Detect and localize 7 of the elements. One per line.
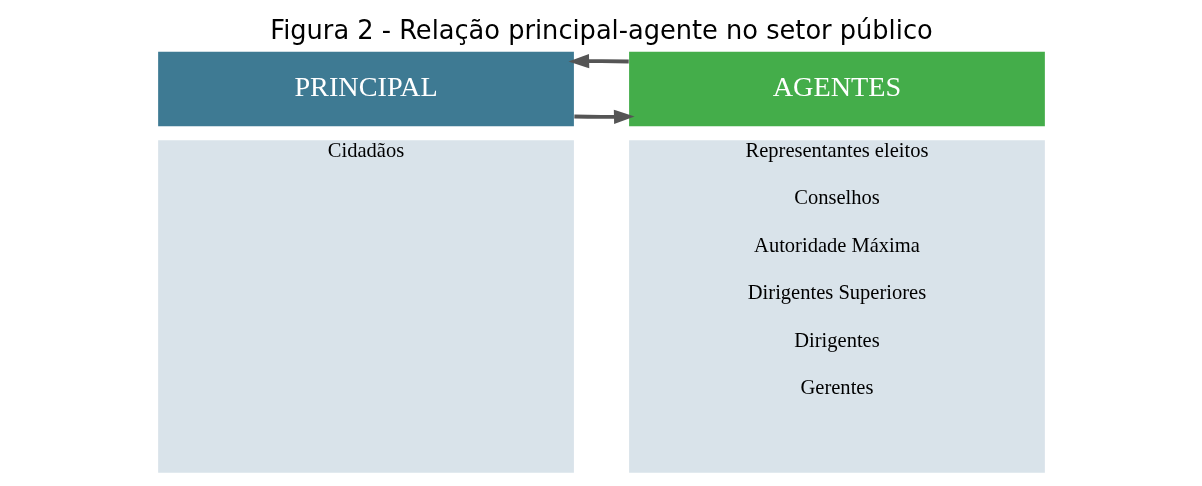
node-box: PRINCIPAL	[157, 51, 574, 127]
diagram-title: Figura 2 - Relação principal-agente no setor público	[269, 14, 933, 45]
node-box: Cidadãos	[157, 140, 574, 473]
arrow	[568, 53, 629, 69]
node-box: AGENTES	[628, 51, 1045, 127]
node-box: Representantes eleitos Conselhos Autoridade Máxima Dirigentes Superiores Dirigentes Gerentes	[628, 140, 1045, 473]
arrow	[573, 109, 635, 125]
